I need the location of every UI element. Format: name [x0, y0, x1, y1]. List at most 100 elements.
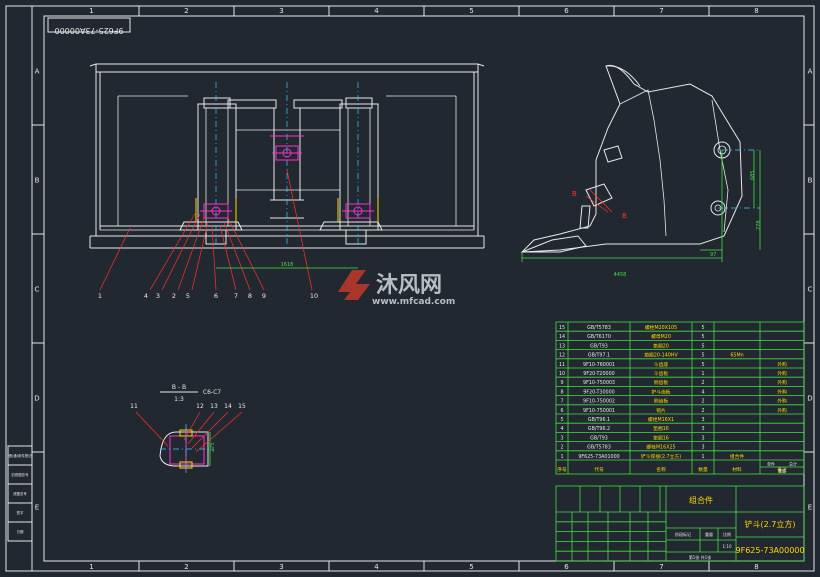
- bom-cell-code: 9F10-750003: [583, 380, 615, 386]
- bom-cell-note: 外购: [777, 398, 787, 405]
- zone-column-label-bottom: 3: [279, 563, 283, 571]
- bom-cell-qty: 3: [701, 417, 704, 423]
- assembly-label: 组合件: [689, 495, 713, 505]
- bom-cell-name: 螺栓M16X1: [648, 416, 674, 423]
- watermark-logo-icon: [338, 270, 370, 300]
- front-balloon: 4: [144, 292, 148, 300]
- bom-cell-name: 侧齿板: [654, 379, 669, 386]
- bom-cell-qty: 3: [701, 426, 704, 432]
- front-balloon: 6: [214, 292, 218, 300]
- zone-column-label-bottom: 6: [564, 563, 569, 571]
- bom-cell-name: 螺母M20: [651, 333, 671, 340]
- bom-cell-note: 外购: [777, 370, 787, 377]
- watermark-brand: 沐风网: [376, 273, 442, 298]
- watermark-url: www.mfcad.com: [372, 297, 455, 307]
- zone-column-label-bottom: 7: [659, 563, 663, 571]
- zone-row-label-left: D: [34, 395, 39, 403]
- zone-row-label-left: A: [35, 68, 40, 76]
- front-width-dimension: 1618: [281, 262, 294, 268]
- left-stamp-cell: 旧底图总号: [12, 472, 30, 477]
- bom-cell-no: 6: [560, 408, 563, 414]
- zone-column-label-bottom: 8: [754, 563, 758, 571]
- bom-cell-name: 销片: [656, 407, 666, 414]
- bom-cell-name: 斗齿板: [654, 370, 669, 377]
- side-height-dimension: 685: [750, 170, 756, 180]
- drawing-number: 9F625-73A00000: [736, 546, 805, 555]
- left-stamp-cell: 日期: [17, 529, 24, 534]
- bom-cell-no: 15: [559, 325, 565, 331]
- bom-header-qty: 数量: [698, 466, 708, 473]
- bom-subheader-single: 单件: [767, 461, 775, 467]
- zone-column-label-top: 7: [659, 7, 663, 15]
- bom-cell-name: 垫圈16: [653, 425, 669, 432]
- zone-row-label-right: D: [807, 395, 812, 403]
- bom-cell-no: 1: [560, 454, 563, 460]
- title-block: 组合件 铲斗(2.7立方) 9F625-73A00000 阶段标记 重量 比例 …: [555, 485, 805, 562]
- section-balloon: 13: [210, 403, 218, 410]
- front-balloon: 3: [156, 292, 160, 300]
- bom-cell-name: 垫圈16: [653, 434, 669, 441]
- bom-cell-no: 2: [560, 445, 563, 451]
- stage-label: 阶段标记: [675, 531, 691, 537]
- drawing-number-rotated: 9F625-73A00000: [55, 26, 124, 35]
- left-stamp-cell: 签字: [17, 510, 24, 515]
- bom-cell-no: 4: [560, 426, 563, 432]
- front-balloon: 10: [310, 292, 318, 300]
- bom-cell-note: 外购: [777, 361, 787, 368]
- front-balloon: 5: [186, 292, 190, 300]
- bom-cell-note: 外购: [777, 407, 787, 414]
- front-balloon: 2: [172, 292, 176, 300]
- section-balloon: 11: [130, 403, 138, 410]
- bom-cell-no: 14: [559, 334, 565, 340]
- bom-subheader-total: 总计: [789, 461, 797, 467]
- bom-cell-code: 9F10-760001: [583, 362, 615, 368]
- bom-cell-name: 护斗齿板: [651, 388, 670, 395]
- bom-cell-qty: 3: [701, 445, 704, 451]
- bom-cell-name: 螺栓M20X105: [645, 324, 677, 331]
- left-stamp-cell: 借(通)用件登记: [9, 453, 33, 458]
- bom-cell-qty: 2: [701, 408, 704, 414]
- zone-column-label-top: 1: [89, 7, 93, 15]
- section-mark-b-top: B: [572, 190, 577, 198]
- section-mark-b-bottom: B: [622, 212, 627, 220]
- bom-cell-qty: 5: [701, 343, 704, 349]
- bom-cell-qty: 4: [701, 389, 704, 395]
- bom-cell-no: 12: [559, 353, 565, 359]
- front-balloon: 9: [262, 292, 266, 300]
- zone-column-label-top: 4: [374, 7, 379, 15]
- bom-cell-name: 垫圈20-140HV: [644, 352, 678, 359]
- section-balloon: 15: [238, 403, 246, 410]
- zone-row-label-right: A: [808, 68, 813, 76]
- bom-cell-no: 9: [560, 380, 563, 386]
- bom-cell-code: GB/T5783: [587, 445, 611, 451]
- bom-cell-material: 65Mn: [730, 353, 743, 359]
- bom-cell-qty: 2: [701, 399, 704, 405]
- bom-cell-name: 螺栓M16X25: [646, 444, 675, 451]
- bom-cell-qty: 5: [701, 325, 704, 331]
- side-view: 685 278 4458 97 B B: [520, 64, 762, 278]
- bom-cell-qty: 5: [701, 362, 704, 368]
- bom-cell-code: 9F10-750002: [583, 399, 615, 405]
- scale-value: 1:10: [723, 544, 732, 549]
- bom-cell-qty: 5: [701, 353, 704, 359]
- watermark: 沐风网 www.mfcad.com: [338, 270, 455, 307]
- bom-cell-code: 9F10-750001: [583, 408, 615, 414]
- bom-cell-no: 7: [560, 399, 563, 405]
- front-balloon: 7: [234, 292, 238, 300]
- bom-cell-code: 9F20-T20000: [583, 371, 614, 377]
- bom-cell-no: 10: [559, 371, 565, 377]
- bom-cell-code: GB/T97.1: [588, 353, 610, 359]
- side-small-dimension: 97: [710, 252, 716, 258]
- zone-row-label-left: B: [35, 177, 40, 185]
- bom-cell-code: GB/T96.2: [588, 426, 610, 432]
- bom-cell-no: 11: [559, 362, 565, 368]
- bom-cell-code: GB/T93: [590, 343, 608, 349]
- front-balloon: 8: [248, 292, 252, 300]
- zone-column-label-top: 5: [469, 7, 473, 15]
- bom-cell-qty: 1: [701, 454, 704, 460]
